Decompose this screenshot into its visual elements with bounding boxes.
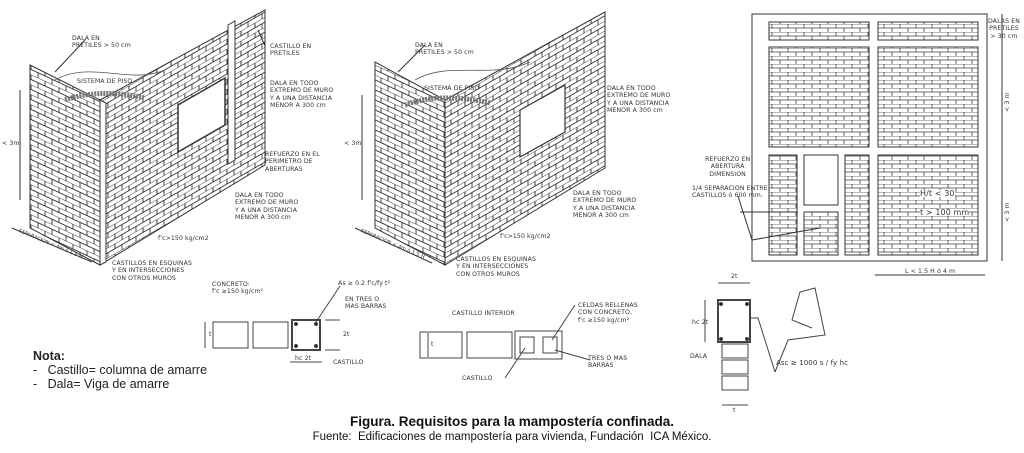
ext-t-label: t xyxy=(209,331,212,338)
dala-label: DALA xyxy=(690,353,708,360)
left-iso-wall xyxy=(11,9,266,266)
dala-asc-formula: Asc ≥ 1000 s / fy hc xyxy=(776,359,849,367)
dala-t-label: t xyxy=(733,407,736,414)
elev-length-label: L < 1.5 H ó 4 m xyxy=(905,268,956,275)
figure-source: Fuente: Edificaciones de mampostería par… xyxy=(312,431,712,443)
dala-section xyxy=(704,282,826,406)
ext-castillo-label: CASTILLO xyxy=(333,359,364,366)
elev-height-top-label: < 3 m xyxy=(1004,92,1011,112)
left-height-label: < 3m xyxy=(2,140,20,147)
left-fc-label: f'c>150 kg/cm2 xyxy=(158,235,209,242)
left-sistema-piso-label: SISTEMA DE PISO xyxy=(77,78,133,85)
dala-2t-label: 2t xyxy=(731,273,738,280)
note-item: - Dala= Viga de amarre xyxy=(33,377,170,391)
note-item: - Castillo= columna de amarre xyxy=(33,363,208,377)
ext-as-formula: As ≥ 0.2 f'c/fy t² xyxy=(338,280,391,287)
mid-fc-label: f'c>150 kg/cm2 xyxy=(500,233,551,240)
castillo-interior-section xyxy=(419,304,591,379)
ext-2t-label: 2t xyxy=(343,331,350,338)
castillo-exterior-section xyxy=(204,285,341,363)
int-t-label: t xyxy=(431,341,434,348)
mid-height-label: < 3m xyxy=(344,140,362,147)
int-castillo-label: CASTILLO xyxy=(462,375,493,382)
figure-caption: Figura. Requisitos para la mampostería c… xyxy=(349,414,675,429)
elev-height-bottom-label: < 3 m xyxy=(1004,202,1011,222)
int-title-label: CASTILLO INTERIOR xyxy=(452,310,515,317)
middle-iso-wall xyxy=(354,11,606,266)
mid-sistema-piso-label: SISTEMA DE PISO xyxy=(424,85,480,92)
ext-concreto-label: CONCRETO:f'c ≥150 kg/cm² xyxy=(212,281,264,296)
elevation-wall xyxy=(737,13,1003,276)
elev-slenderness-label: H/t < 30 xyxy=(920,189,955,198)
note-block: Nota: - Castillo= columna de amarre - Da… xyxy=(33,349,207,391)
note-title: Nota: xyxy=(33,349,65,363)
ext-hc-label: hc 2t xyxy=(295,355,312,362)
dala-hc-label: hc 2t xyxy=(692,319,709,326)
elev-thickness-label: t > 100 mm xyxy=(920,208,970,217)
